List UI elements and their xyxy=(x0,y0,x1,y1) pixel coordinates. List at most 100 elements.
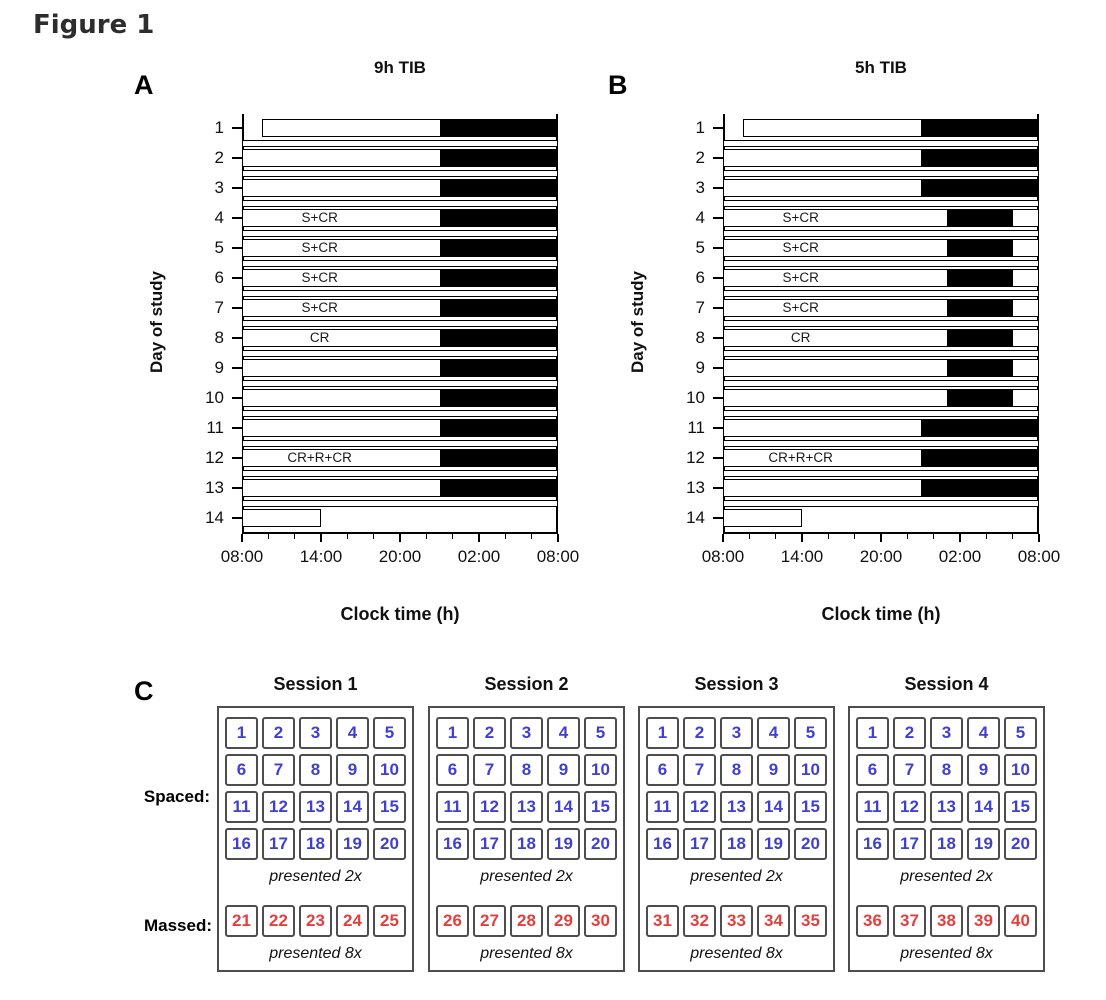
session-title: Session 3 xyxy=(694,674,779,694)
spaced-item-card: 20 xyxy=(794,828,827,860)
day-separator-strip xyxy=(723,290,1039,297)
spaced-item-card: 3 xyxy=(720,717,753,749)
spaced-item-card: 17 xyxy=(683,828,716,860)
bar-condition-label: S+CR xyxy=(782,270,819,285)
spaced-item-card: 6 xyxy=(856,754,889,786)
spaced-item-card: 13 xyxy=(510,791,543,823)
day-number: 6 xyxy=(695,268,705,287)
y-tick xyxy=(232,457,242,459)
panel-c-letter: C xyxy=(134,676,154,706)
x-axis xyxy=(242,532,558,534)
day-number: 14 xyxy=(205,508,224,527)
bar-condition-label: CR+R+CR xyxy=(287,450,352,465)
y-tick xyxy=(713,277,723,279)
massed-item-card: 37 xyxy=(893,905,926,937)
spaced-item-card: 6 xyxy=(436,754,469,786)
massed-presented-note: presented 8x xyxy=(480,945,573,962)
x-minor-tick xyxy=(906,534,909,539)
x-axis xyxy=(723,532,1039,534)
bar-condition-label: CR xyxy=(309,330,330,345)
spaced-item-card: 14 xyxy=(757,791,790,823)
spaced-item-card: 14 xyxy=(336,791,369,823)
spaced-item-card: 18 xyxy=(510,828,543,860)
day-number: 13 xyxy=(205,478,224,497)
y-tick xyxy=(713,487,723,489)
session-title: Session 2 xyxy=(484,674,569,694)
y-tick xyxy=(713,427,723,429)
spaced-item-card: 17 xyxy=(893,828,926,860)
x-tick-label: 20:00 xyxy=(378,547,422,566)
spaced-item-card: 17 xyxy=(262,828,295,860)
massed-item-card: 30 xyxy=(584,905,617,937)
day-separator-strip xyxy=(242,320,558,327)
day-separator-strip xyxy=(723,230,1039,237)
spaced-item-card: 20 xyxy=(584,828,617,860)
day-separator-strip xyxy=(242,290,558,297)
tib-bar xyxy=(439,359,558,377)
tib-bar xyxy=(439,149,558,167)
x-major-tick xyxy=(241,534,243,542)
day-number: 6 xyxy=(214,268,224,287)
tib-bar xyxy=(439,479,558,497)
spaced-item-card: 12 xyxy=(473,791,506,823)
day-number: 14 xyxy=(686,508,705,527)
bar-condition-label: CR+R+CR xyxy=(768,450,833,465)
panel-a-title: 9h TIB xyxy=(374,58,426,77)
y-tick xyxy=(232,337,242,339)
x-minor-tick xyxy=(1011,534,1014,539)
spaced-item-card: 13 xyxy=(299,791,332,823)
bar-condition-label: CR xyxy=(790,330,811,345)
spaced-item-card: 13 xyxy=(720,791,753,823)
bar-condition-label: S+CR xyxy=(301,270,338,285)
spaced-item-card: 19 xyxy=(757,828,790,860)
day-number: 12 xyxy=(686,448,705,467)
y-tick xyxy=(232,487,242,489)
day-number: 7 xyxy=(695,298,705,317)
massed-item-card: 32 xyxy=(683,905,716,937)
spaced-item-card: 14 xyxy=(547,791,580,823)
spaced-item-card: 5 xyxy=(373,717,406,749)
y-tick xyxy=(713,457,723,459)
x-tick-label: 08:00 xyxy=(701,547,745,566)
day-number: 5 xyxy=(695,238,705,257)
tib-bar xyxy=(920,179,1039,197)
spaced-presented-note: presented 2x xyxy=(900,868,993,885)
spaced-item-card: 5 xyxy=(794,717,827,749)
day-number: 8 xyxy=(695,328,705,347)
bar-condition-label: S+CR xyxy=(301,210,338,225)
bar-condition-label: S+CR xyxy=(782,240,819,255)
spaced-item-card: 20 xyxy=(373,828,406,860)
y-tick xyxy=(713,337,723,339)
y-tick xyxy=(232,217,242,219)
massed-item-card: 28 xyxy=(510,905,543,937)
day-number: 2 xyxy=(214,148,224,167)
day-bar xyxy=(723,509,802,527)
day-separator-strip xyxy=(723,380,1039,387)
x-minor-tick xyxy=(346,534,349,539)
y-tick xyxy=(232,367,242,369)
spaced-item-card: 1 xyxy=(436,717,469,749)
day-number: 5 xyxy=(214,238,224,257)
day-number: 3 xyxy=(695,178,705,197)
spaced-item-card: 19 xyxy=(547,828,580,860)
x-minor-tick xyxy=(774,534,777,539)
massed-item-card: 27 xyxy=(473,905,506,937)
x-major-tick xyxy=(801,534,803,542)
day-number: 11 xyxy=(206,418,224,437)
panel-b-y-axis-label: Day of study xyxy=(628,270,647,374)
x-minor-tick xyxy=(425,534,428,539)
day-separator-strip xyxy=(242,470,558,477)
day-number: 7 xyxy=(214,298,224,317)
massed-item-card: 22 xyxy=(262,905,295,937)
day-number: 1 xyxy=(695,118,705,137)
day-number: 12 xyxy=(205,448,224,467)
tib-bar xyxy=(439,239,558,257)
tib-bar xyxy=(920,449,1039,467)
spaced-item-card: 7 xyxy=(262,754,295,786)
day-number: 10 xyxy=(686,388,705,407)
